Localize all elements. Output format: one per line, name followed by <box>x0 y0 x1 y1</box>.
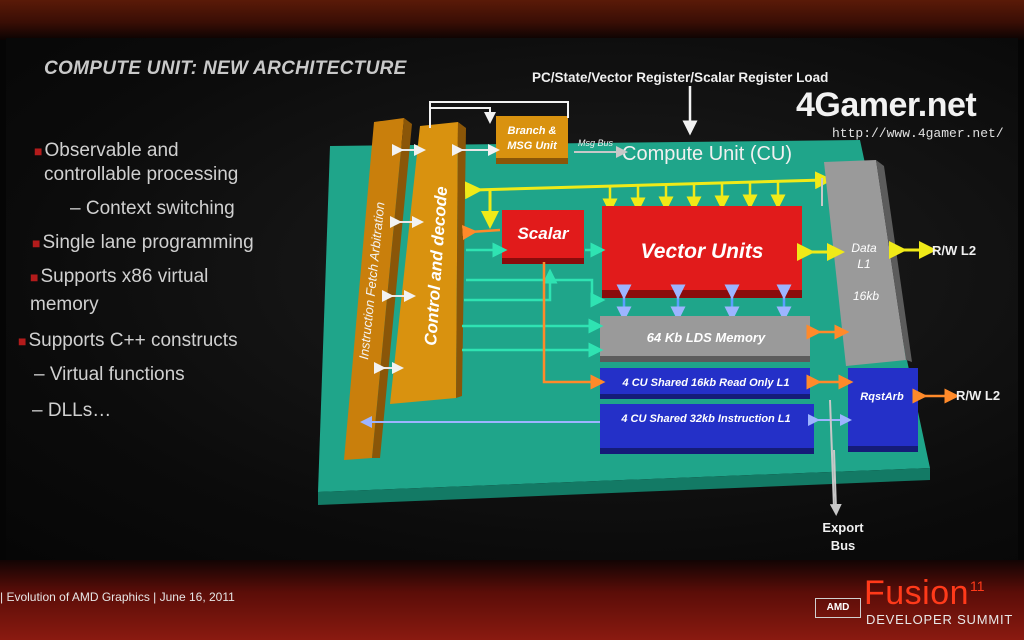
bullet-text: – DLLs… <box>32 400 112 421</box>
bullet-item: memory <box>30 294 99 316</box>
lds-memory-label: 64 Kb LDS Memory <box>647 330 766 345</box>
bullet-text: Observable and <box>44 140 179 161</box>
rqstarb-label: RqstArb <box>860 391 904 403</box>
vector-units-block <box>602 206 802 298</box>
watermark-url: http://www.4gamer.net/ <box>832 126 1004 141</box>
instruction-l1-block <box>600 404 814 454</box>
read-only-l1-label: 4 CU Shared 16kb Read Only L1 <box>622 377 790 389</box>
register-load-label: PC/State/Vector Register/Scalar Register… <box>532 70 829 85</box>
bullet-item: ■Supports x86 virtual <box>30 266 208 288</box>
cyan-control-arrows <box>462 242 606 358</box>
msg-bus-label: Msg Bus <box>578 138 614 148</box>
export-bus-label: Bus <box>831 538 856 553</box>
watermark-logo: 4Gamer.net <box>796 86 977 124</box>
bullet-text: – Virtual functions <box>34 364 185 385</box>
bullet-marker: ■ <box>32 235 41 251</box>
instruction-l1-label: 4 CU Shared 32kb Instruction L1 <box>620 413 790 425</box>
board-label: Compute Unit (CU) <box>622 143 792 165</box>
branch-msg-label: Branch & <box>508 125 557 137</box>
scalar-label: Scalar <box>517 224 569 243</box>
bullet-item: ■Observable and <box>34 140 179 162</box>
branch-control-arrow <box>429 101 569 126</box>
fusion-superscript: 11 <box>970 578 985 594</box>
bullet-text: Supports C++ constructs <box>28 330 238 351</box>
branch-msg-block <box>496 116 568 164</box>
bullet-item: controllable processing <box>44 164 238 186</box>
data-l1-block <box>824 160 912 366</box>
rqstarb-block <box>848 368 918 452</box>
projection-top-band <box>0 0 1024 40</box>
rw-l2-top-label: R/W L2 <box>932 243 976 258</box>
bullet-item: – DLLs… <box>32 400 111 422</box>
bullet-text: – Context switching <box>70 198 235 219</box>
yellow-bus <box>464 171 833 229</box>
bullet-item: – Virtual functions <box>34 364 185 386</box>
branch-msg-label: MSG Unit <box>507 140 558 152</box>
vector-units-label: Vector Units <box>641 240 764 263</box>
bullet-text: memory <box>30 294 99 315</box>
lds-memory-block <box>600 316 810 362</box>
scalar-block <box>502 210 584 264</box>
export-bus-arrow <box>829 449 842 516</box>
read-only-l1-block <box>600 368 810 399</box>
bullet-item: – Context switching <box>70 198 235 220</box>
bullet-text: Supports x86 virtual <box>40 266 209 287</box>
data-l1-size: 16kb <box>853 289 879 303</box>
footer-text: | Evolution of AMD Graphics | June 16, 2… <box>0 590 235 604</box>
fusion-brand: Fusion <box>864 574 970 612</box>
control-decode-block <box>390 122 466 404</box>
slide-footer-band <box>0 560 1024 640</box>
bullet-text: controllable processing <box>44 164 239 185</box>
bullet-marker: ■ <box>18 333 27 349</box>
bullet-item: ■Supports C++ constructs <box>18 330 238 352</box>
orange-arrows <box>462 225 960 404</box>
developer-summit-label: DEVELOPER SUMMIT <box>866 612 1014 627</box>
bullet-item: ■Single lane programming <box>32 232 254 254</box>
rw-l2-bottom-label: R/W L2 <box>956 388 1000 403</box>
slide-title: COMPUTE UNIT: NEW ARCHITECTURE <box>44 58 407 79</box>
fetch-control-arrows <box>374 144 500 374</box>
data-l1-label: Data <box>851 241 877 255</box>
amd-logo: AMD <box>815 598 861 618</box>
export-bus-label: Export <box>822 520 864 535</box>
vector-lds-arrows <box>616 284 792 322</box>
bullet-marker: ■ <box>34 143 43 159</box>
export-bus-line <box>821 178 835 509</box>
bullet-marker: ■ <box>30 269 39 285</box>
bullet-list: ■Observable and controllable processing … <box>18 138 330 438</box>
data-l1-label: L1 <box>857 257 870 271</box>
bullet-text: Single lane programming <box>42 232 254 253</box>
